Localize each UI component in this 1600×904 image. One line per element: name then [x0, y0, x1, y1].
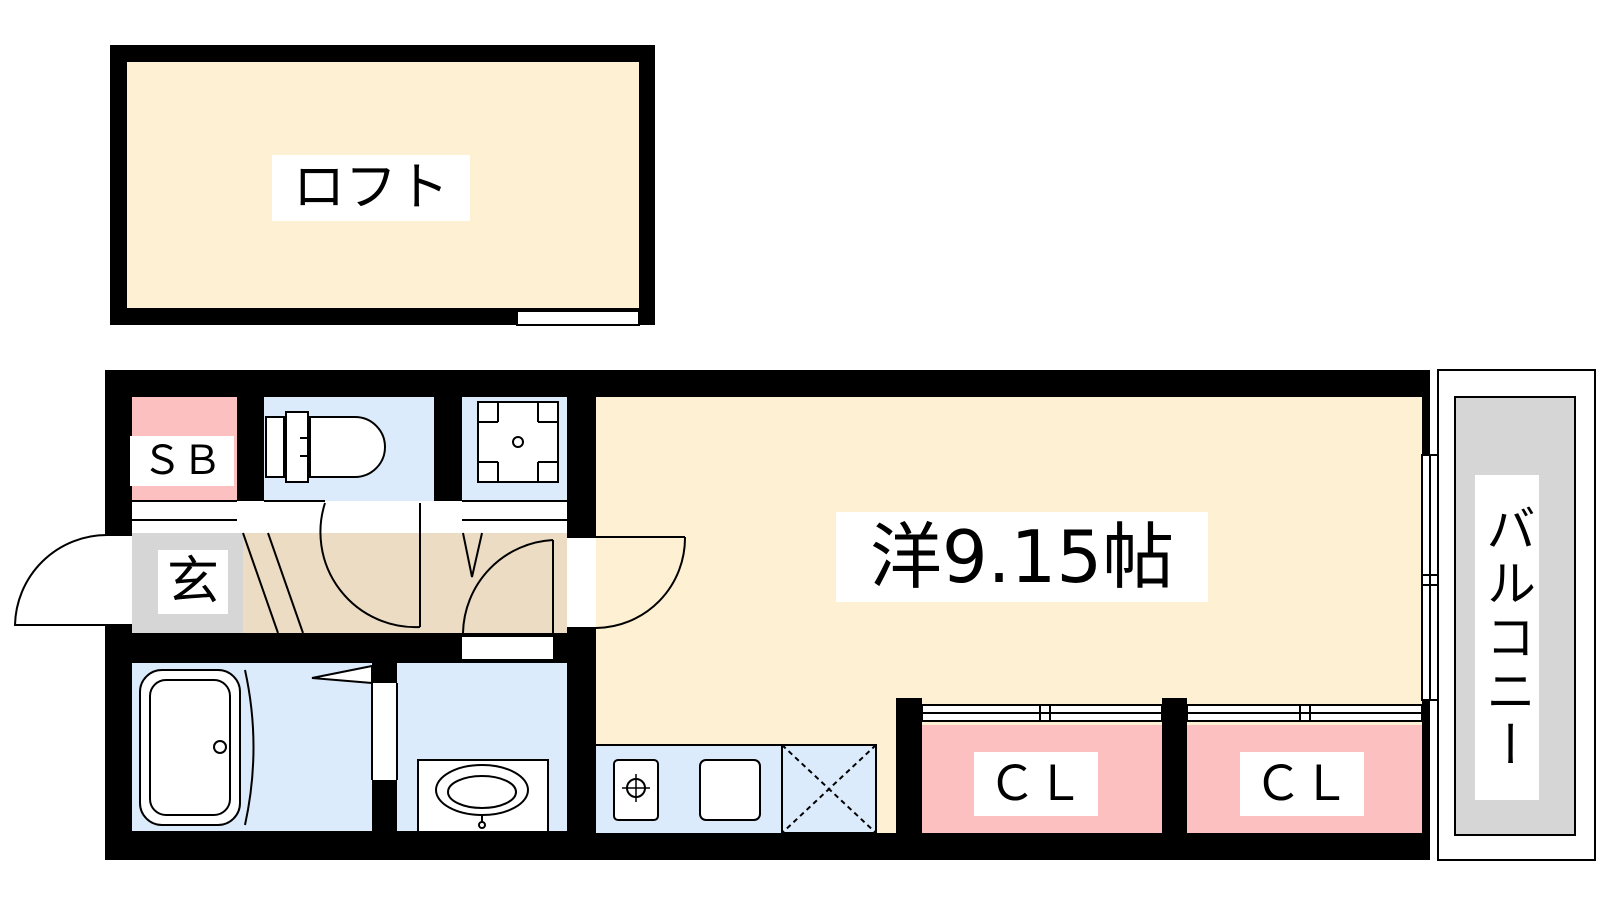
entrance-label: 玄 [158, 550, 228, 614]
balcony-label: バルコニー [1475, 475, 1539, 800]
balcony-sash [1421, 454, 1439, 701]
toilet-fixture [265, 411, 386, 483]
doors [13, 502, 687, 780]
kitchen [596, 744, 877, 834]
shoe-box-label: ＳＢ [130, 436, 234, 486]
shelves [132, 500, 567, 521]
loft-label: ロフト [272, 155, 470, 221]
interior-walls [132, 397, 1187, 833]
western-room-label: 洋9.15帖 [836, 512, 1208, 602]
closet-1-label: ＣＬ [974, 752, 1098, 816]
washing-machine-pan [477, 401, 559, 483]
closet-2-label: ＣＬ [1240, 752, 1364, 816]
wash-basin [417, 759, 549, 833]
closet-rails [921, 704, 1423, 722]
bathtub [139, 669, 255, 826]
